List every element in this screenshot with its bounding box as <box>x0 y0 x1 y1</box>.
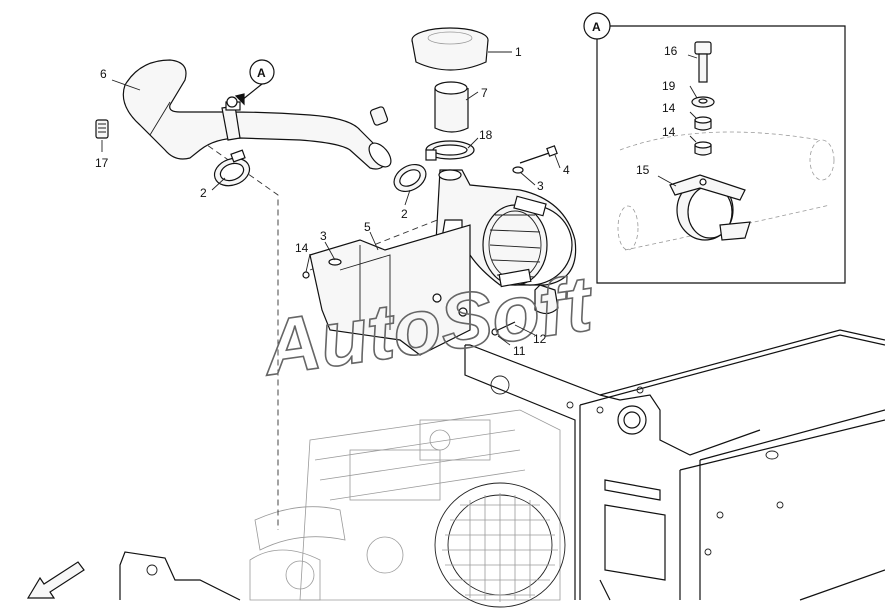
callout-leaders <box>101 51 561 346</box>
detail-view-a: A <box>583 12 846 284</box>
callout-11: 11 <box>513 344 526 358</box>
callout-18: 18 <box>479 128 493 142</box>
lower-left-bracket <box>119 551 241 601</box>
mounting-bracket <box>302 224 516 356</box>
chassis-frame <box>464 329 885 601</box>
hose-clamp-left <box>213 149 251 187</box>
callout-4: 4 <box>563 163 570 177</box>
detail-callout-16: 16 <box>664 44 678 58</box>
callout-1: 1 <box>515 45 522 59</box>
callout-17: 17 <box>95 156 109 170</box>
hose-fitting <box>95 119 109 139</box>
filter-cap <box>411 27 489 71</box>
callout-5: 5 <box>364 220 371 234</box>
callout-3-upper: 3 <box>537 179 544 193</box>
radiator-fan <box>434 482 566 608</box>
hose-clamp-upper <box>221 96 241 141</box>
callouts: 1 7 18 4 3 2 6 17 2 5 14 3 11 12 <box>95 45 570 358</box>
engine-radiator-assembly <box>249 409 561 601</box>
hose-clamp-right <box>393 163 427 193</box>
detail-view-label: A <box>592 20 601 34</box>
callout-7: 7 <box>481 86 488 100</box>
air-filter-housing <box>434 169 577 315</box>
detail-callout-19: 19 <box>662 79 676 93</box>
detail-nut-upper <box>694 116 712 131</box>
detail-callout-15: 15 <box>636 163 650 177</box>
direction-arrow <box>26 561 85 599</box>
detail-nut-lower <box>694 141 712 156</box>
detail-bolt <box>694 41 712 83</box>
detail-washer <box>691 96 715 108</box>
detail-clamp-band <box>669 174 751 241</box>
callout-6: 6 <box>100 67 107 81</box>
filter-tube <box>434 81 469 133</box>
tube-clamp <box>425 140 475 161</box>
callout-12: 12 <box>533 332 547 346</box>
bolt <box>519 145 558 164</box>
callout-14: 14 <box>295 241 309 255</box>
callout-3-lower: 3 <box>320 229 327 243</box>
hose-plug <box>369 106 389 126</box>
detail-callout-14-upper: 14 <box>662 101 676 115</box>
intake-hose <box>122 59 392 170</box>
callout-2-right: 2 <box>401 207 408 221</box>
reference-marker-label: A <box>257 66 266 80</box>
detail-callout-14-lower: 14 <box>662 125 676 139</box>
callout-2-left: 2 <box>200 186 207 200</box>
washer <box>512 166 524 174</box>
reference-marker: A <box>234 59 275 106</box>
